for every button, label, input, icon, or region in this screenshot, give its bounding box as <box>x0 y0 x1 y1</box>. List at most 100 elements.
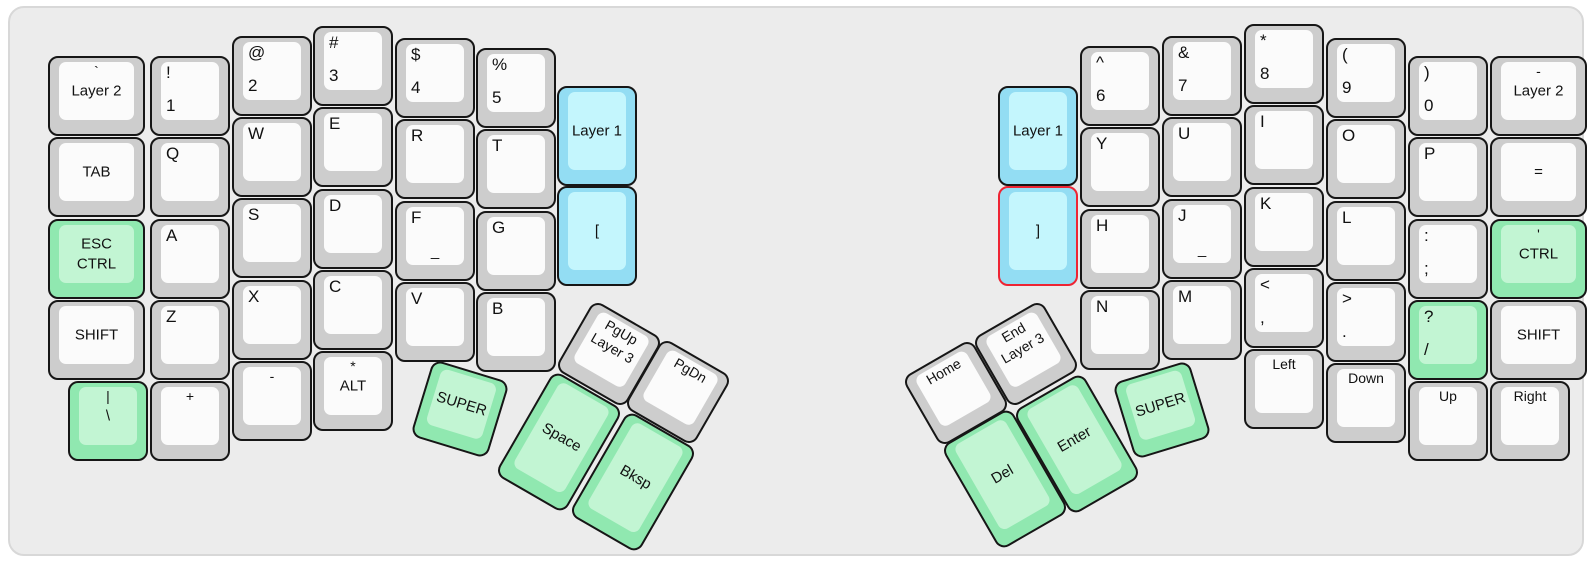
key-p[interactable]: P <box>1408 137 1488 217</box>
keycap-top: - <box>243 367 301 425</box>
key-label-cc: SUPER <box>1133 389 1188 421</box>
key-colon-semicolon[interactable]: :; <box>1408 219 1488 299</box>
keycap-top: -Layer 2 <box>1501 62 1576 120</box>
key-up-arrow[interactable]: Up <box>1408 381 1488 461</box>
key-esc-ctrl[interactable]: ESC CTRL <box>48 219 145 299</box>
key-label-bc: _ <box>430 242 440 260</box>
key-dollar-4[interactable]: $4 <box>395 38 475 118</box>
key-label-tc: ' <box>1537 226 1540 242</box>
key-label-ml: 7 <box>1178 76 1188 95</box>
key-right-arrow[interactable]: Right <box>1490 381 1570 461</box>
key-paren-9[interactable]: (9 <box>1326 38 1406 118</box>
key-g[interactable]: G <box>476 211 556 291</box>
key-hash-3[interactable]: #3 <box>313 26 393 106</box>
keycap-top: Q <box>161 143 219 201</box>
key-label-ml: 1 <box>166 96 176 115</box>
key-r[interactable]: R <box>395 119 475 199</box>
key-label-tl: F <box>411 208 422 227</box>
key-asterisk-alt[interactable]: *ALT <box>313 351 393 431</box>
key-less-comma[interactable]: <, <box>1244 268 1324 348</box>
keycap-top: SUPER <box>1124 369 1197 442</box>
key-down-arrow[interactable]: Down <box>1326 363 1406 443</box>
key-pipe-backslash[interactable]: |\ <box>68 381 148 461</box>
key-tab[interactable]: TAB <box>48 137 145 217</box>
key-k[interactable]: K <box>1244 187 1324 267</box>
key-minus-layer2[interactable]: -Layer 2 <box>1490 56 1587 136</box>
key-question-slash[interactable]: ?/ <box>1408 300 1488 380</box>
key-grave-layer2[interactable]: `Layer 2 <box>48 56 145 136</box>
keycap-top: )0 <box>1419 62 1477 120</box>
key-layer1-left[interactable]: Layer 1 <box>557 86 637 186</box>
key-j[interactable]: J_ <box>1162 199 1242 279</box>
key-quote-ctrl[interactable]: 'CTRL <box>1490 219 1587 299</box>
key-layer1-right[interactable]: Layer 1 <box>998 86 1078 186</box>
keycap-top: $4 <box>406 44 464 102</box>
key-paren-0[interactable]: )0 <box>1408 56 1488 136</box>
key-m[interactable]: M <box>1162 280 1242 360</box>
key-super-right[interactable]: SUPER <box>1112 360 1212 460</box>
key-y[interactable]: Y <box>1080 127 1160 207</box>
keycap-top: *8 <box>1255 30 1313 88</box>
key-label-cc: = <box>1534 163 1543 181</box>
key-u[interactable]: U <box>1162 117 1242 197</box>
key-label-tl: R <box>411 126 424 145</box>
key-minus[interactable]: - <box>232 361 312 441</box>
keycap-top: Layer 1 <box>1009 92 1067 170</box>
key-label-cc: SHIFT <box>1516 326 1561 344</box>
key-n[interactable]: N <box>1080 290 1160 370</box>
key-percent-5[interactable]: %5 <box>476 48 556 128</box>
key-equals[interactable]: = <box>1490 137 1587 217</box>
key-asterisk-8[interactable]: *8 <box>1244 24 1324 104</box>
key-label-tc: PgUp Layer 3 <box>588 316 641 367</box>
key-label-tl: M <box>1178 287 1193 306</box>
key-z[interactable]: Z <box>150 300 230 380</box>
key-e[interactable]: E <box>313 107 393 187</box>
key-b[interactable]: B <box>476 292 556 372</box>
key-exclam-1[interactable]: !1 <box>150 56 230 136</box>
key-label-tl: : <box>1424 226 1429 245</box>
key-caret-6[interactable]: ^6 <box>1080 46 1160 126</box>
keycap-top: ?/ <box>1419 306 1477 364</box>
keycap-top: + <box>161 387 219 445</box>
key-i[interactable]: I <box>1244 105 1324 185</box>
key-left-arrow[interactable]: Left <box>1244 349 1324 429</box>
key-s[interactable]: S <box>232 198 312 278</box>
key-greater-period[interactable]: >. <box>1326 282 1406 362</box>
key-a[interactable]: A <box>150 219 230 299</box>
key-at-2[interactable]: @2 <box>232 36 312 116</box>
key-f[interactable]: F_ <box>395 201 475 281</box>
key-h[interactable]: H <box>1080 209 1160 289</box>
key-label-cc: Enter <box>1054 423 1095 456</box>
key-q[interactable]: Q <box>150 137 230 217</box>
keycap-top: F_ <box>406 207 464 265</box>
key-plus[interactable]: + <box>150 381 230 461</box>
key-label-tl: $ <box>411 45 421 64</box>
key-w[interactable]: W <box>232 117 312 197</box>
key-label-tl: E <box>329 114 341 133</box>
keycap-top: H <box>1091 215 1149 273</box>
keycap-top: `Layer 2 <box>59 62 134 120</box>
key-label-ml: 6 <box>1096 86 1106 105</box>
key-d[interactable]: D <box>313 189 393 269</box>
key-o[interactable]: O <box>1326 119 1406 199</box>
key-amp-7[interactable]: &7 <box>1162 36 1242 116</box>
key-label-ml: . <box>1342 322 1347 341</box>
key-rbracket[interactable]: ] <box>998 186 1078 286</box>
key-x[interactable]: X <box>232 280 312 360</box>
key-label-cc: Layer 1 <box>571 122 623 140</box>
key-shift-right[interactable]: SHIFT <box>1490 300 1587 380</box>
keycap-top: M <box>1173 286 1231 344</box>
key-c[interactable]: C <box>313 270 393 350</box>
key-t[interactable]: T <box>476 129 556 209</box>
key-lbracket[interactable]: [ <box>557 186 637 286</box>
keycap-top: T <box>487 135 545 193</box>
key-label-tc: * <box>350 358 356 374</box>
key-l[interactable]: L <box>1326 201 1406 281</box>
key-shift-left[interactable]: SHIFT <box>48 300 145 380</box>
key-label-tl: ? <box>1424 307 1434 326</box>
keycap-top: U <box>1173 123 1231 181</box>
key-v[interactable]: V <box>395 282 475 362</box>
key-label-tl: H <box>1096 216 1109 235</box>
key-label-tc: | <box>106 388 110 404</box>
key-super-left[interactable]: SUPER <box>410 359 510 459</box>
